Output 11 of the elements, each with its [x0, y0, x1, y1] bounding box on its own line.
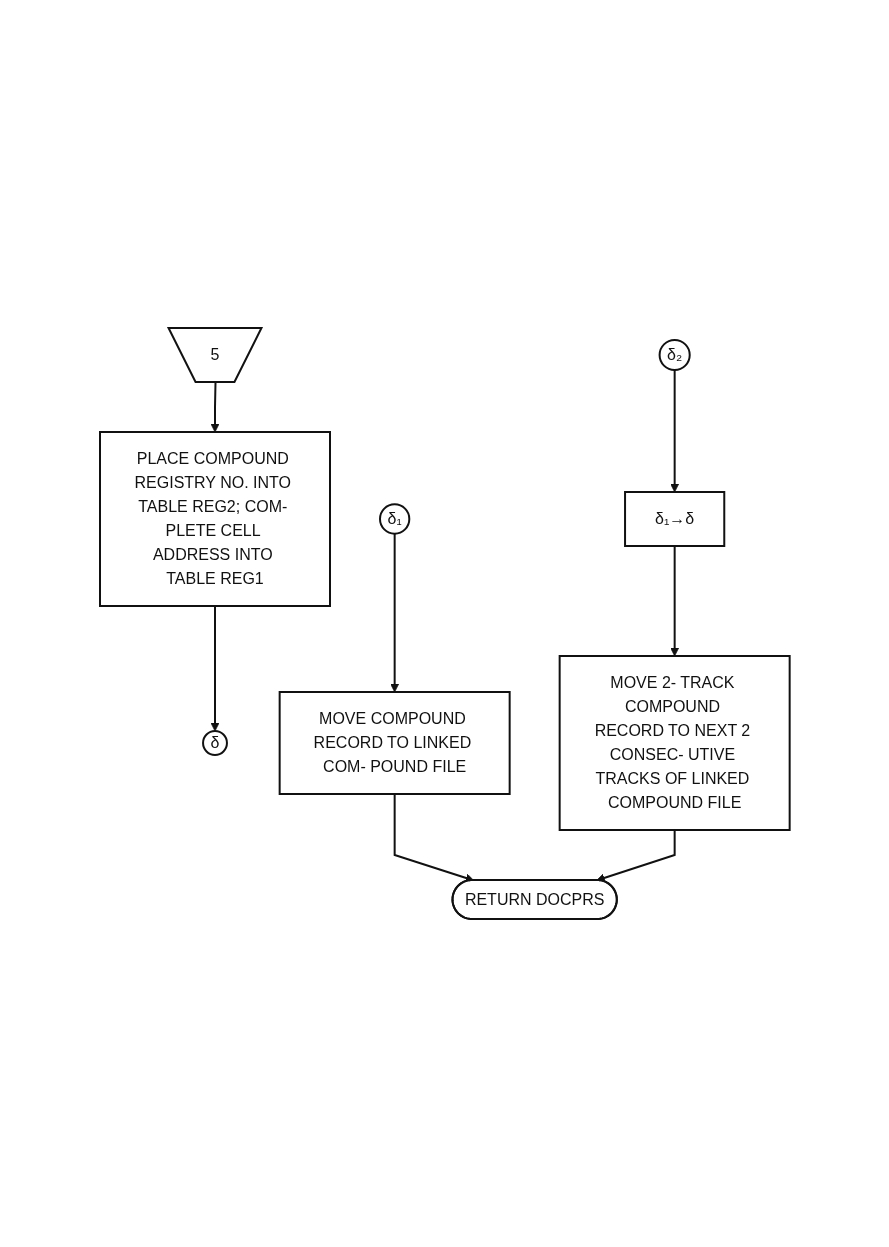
node-circle: δ — [201, 730, 228, 756]
arrow — [210, 605, 220, 732]
node-circle: δ₁ — [378, 503, 410, 535]
node-box: MOVE COMPOUND RECORD TO LINKED COM- POUND FILE — [278, 691, 511, 795]
node-box: PLACE COMPOUND REGISTRY NO. INTO TABLE REG2; COM- PLETE CELL ADDRESS INTO TABLE REG1 — [98, 431, 331, 607]
arrow — [669, 369, 679, 493]
arrow — [389, 532, 399, 693]
node-circle: δ₂ — [658, 338, 691, 372]
node-box: MOVE 2- TRACK COMPOUND RECORD TO NEXT 2 CONSEC- UTIVE TRACKS OF LINKED COMPOUND FILE — [558, 655, 791, 831]
node-box: δ₁→δ — [623, 491, 725, 547]
arrow — [669, 545, 679, 657]
